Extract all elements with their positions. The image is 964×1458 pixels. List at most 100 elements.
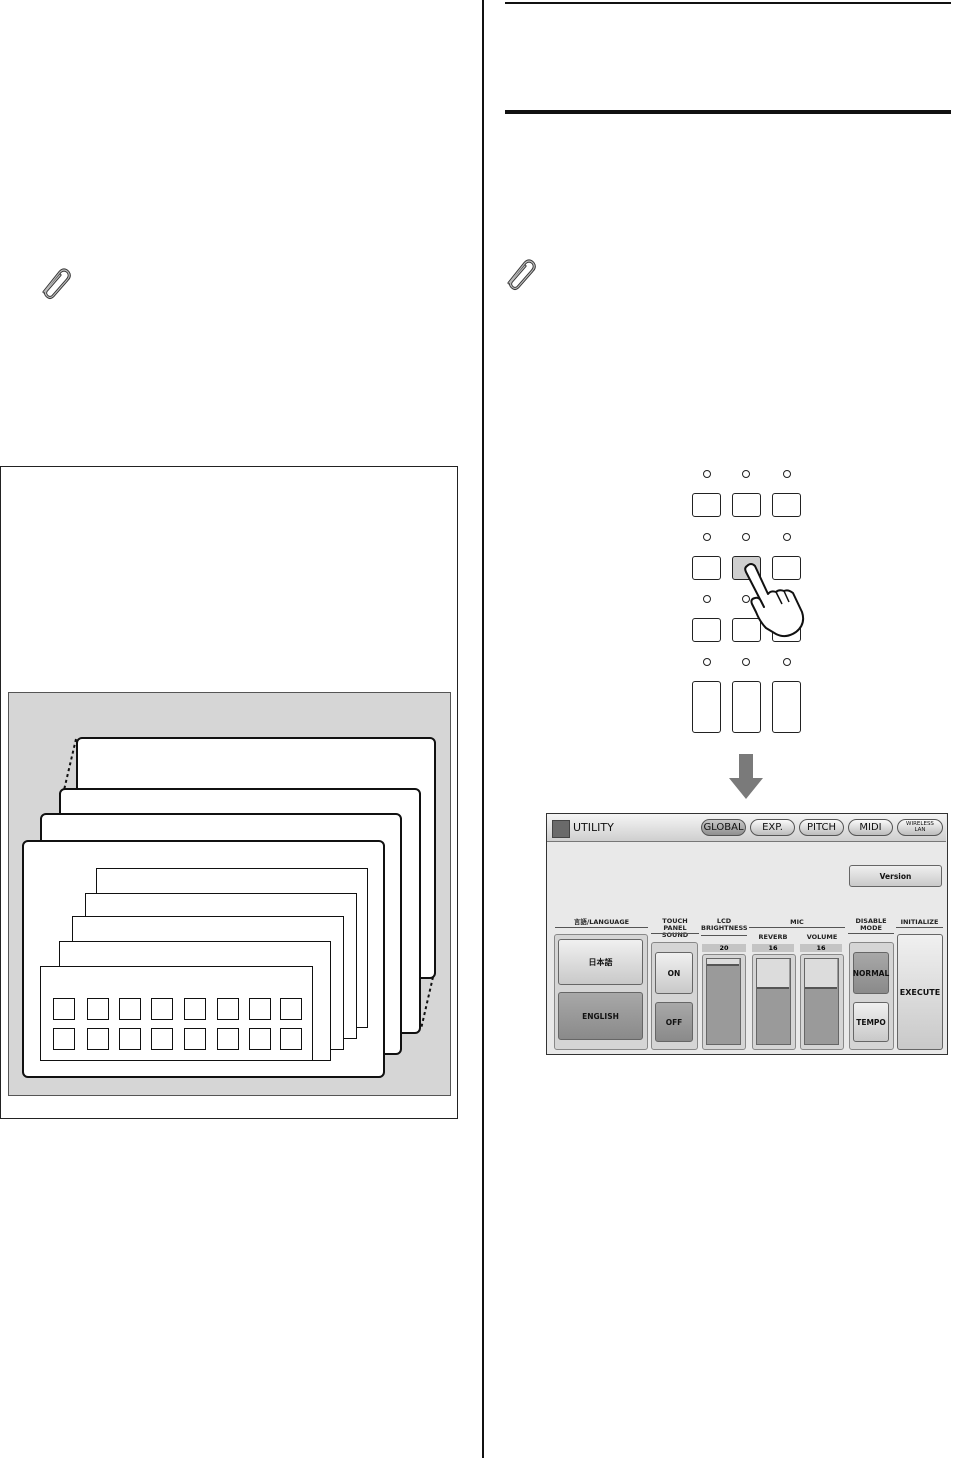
memory-cell bbox=[53, 998, 75, 1020]
panel-button[interactable] bbox=[692, 556, 721, 580]
divider bbox=[651, 933, 699, 934]
utility-icon bbox=[552, 820, 570, 838]
panel-button[interactable] bbox=[732, 493, 761, 517]
panel-button[interactable] bbox=[772, 681, 801, 733]
slider-handle[interactable] bbox=[757, 959, 789, 989]
header-line: TOUCH PANEL bbox=[662, 917, 688, 932]
memory-cell bbox=[53, 1028, 75, 1050]
touch-panel-sound-header: TOUCH PANEL SOUND bbox=[651, 918, 699, 939]
normal-mode-button[interactable]: NORMAL bbox=[853, 952, 889, 994]
led-lamp bbox=[783, 533, 791, 541]
japanese-button[interactable]: 日本語 bbox=[558, 939, 643, 985]
memory-cell bbox=[151, 998, 173, 1020]
memory-cell bbox=[217, 998, 239, 1020]
memory-cell bbox=[119, 998, 141, 1020]
panel-button[interactable] bbox=[732, 618, 761, 642]
led-lamp bbox=[742, 658, 750, 666]
divider bbox=[555, 927, 648, 928]
section-rule-top bbox=[505, 2, 951, 4]
led-lamp bbox=[703, 470, 711, 478]
lcd-brightness-header: LCD BRIGHTNESS bbox=[701, 917, 748, 932]
panel-button[interactable] bbox=[772, 556, 801, 580]
volume-label: VOLUME bbox=[806, 933, 838, 941]
bank-sheet-front bbox=[40, 966, 313, 1061]
panel-button[interactable] bbox=[692, 618, 721, 642]
mic-header: MIC bbox=[790, 918, 804, 926]
disable-mode-panel: NORMAL TEMPO bbox=[849, 942, 894, 1050]
section-rule-bottom bbox=[505, 110, 951, 114]
panel-button-group bbox=[690, 468, 805, 736]
arrow-down-icon bbox=[729, 754, 763, 799]
led-lamp bbox=[783, 470, 791, 478]
header-line: DISABLE bbox=[855, 917, 887, 925]
disable-mode-header: DISABLE MODE bbox=[848, 918, 894, 932]
panel-button[interactable] bbox=[772, 493, 801, 517]
initialize-header: INITIALIZE bbox=[900, 918, 939, 926]
memory-cell bbox=[87, 1028, 109, 1050]
led-lamp bbox=[703, 595, 711, 603]
panel-button[interactable] bbox=[692, 681, 721, 733]
header-line: LCD bbox=[716, 917, 732, 925]
pointing-hand-icon bbox=[744, 563, 805, 638]
tempo-mode-button[interactable]: TEMPO bbox=[853, 1002, 889, 1042]
english-button[interactable]: ENGLISH bbox=[558, 992, 643, 1040]
led-lamp bbox=[742, 533, 750, 541]
language-header: 言語/LANGUAGE bbox=[573, 918, 630, 926]
memory-cell bbox=[119, 1028, 141, 1050]
volume-slider[interactable] bbox=[800, 954, 844, 1050]
screen-title: UTILITY bbox=[573, 821, 614, 834]
memory-cell bbox=[280, 998, 302, 1020]
led-lamp bbox=[742, 595, 750, 603]
memory-cell bbox=[280, 1028, 302, 1050]
column-divider bbox=[482, 0, 484, 1458]
memory-cell bbox=[217, 1028, 239, 1050]
slider-handle[interactable] bbox=[805, 959, 837, 989]
tab-pitch[interactable]: PITCH bbox=[799, 819, 844, 836]
divider bbox=[701, 935, 747, 936]
memory-diagram-frame bbox=[0, 466, 458, 1119]
slider-track bbox=[804, 958, 839, 1045]
panel-button[interactable] bbox=[692, 493, 721, 517]
divider bbox=[749, 927, 845, 928]
brightness-value: 20 bbox=[702, 944, 746, 952]
execute-button[interactable]: EXECUTE bbox=[897, 934, 943, 1050]
tab-exp[interactable]: EXP. bbox=[750, 819, 795, 836]
reverb-label: REVERB bbox=[758, 933, 788, 941]
led-lamp bbox=[783, 658, 791, 666]
language-panel: 日本語 ENGLISH bbox=[554, 934, 648, 1050]
memory-cell bbox=[151, 1028, 173, 1050]
brightness-slider[interactable] bbox=[702, 954, 746, 1050]
led-lamp bbox=[703, 658, 711, 666]
led-lamp bbox=[703, 533, 711, 541]
divider bbox=[896, 927, 943, 928]
sound-off-button[interactable]: OFF bbox=[655, 1002, 693, 1042]
led-lamp bbox=[742, 470, 750, 478]
slider-track bbox=[706, 958, 741, 1045]
memory-cell bbox=[249, 998, 271, 1020]
memory-cell bbox=[87, 998, 109, 1020]
memory-cell bbox=[184, 998, 206, 1020]
memory-cell bbox=[249, 1028, 271, 1050]
tab-global[interactable]: GLOBAL bbox=[701, 819, 746, 836]
slider-track bbox=[756, 958, 791, 1045]
divider bbox=[848, 933, 894, 934]
memory-diagram bbox=[8, 692, 451, 1096]
slider-handle[interactable] bbox=[707, 959, 739, 966]
header-line: MODE bbox=[860, 924, 882, 932]
reverb-slider[interactable] bbox=[752, 954, 796, 1050]
paperclip-icon bbox=[507, 259, 536, 290]
header-line: SOUND bbox=[661, 931, 689, 939]
memory-cell bbox=[184, 1028, 206, 1050]
sound-on-button[interactable]: ON bbox=[655, 952, 693, 994]
volume-value: 16 bbox=[800, 944, 842, 952]
reverb-value: 16 bbox=[752, 944, 794, 952]
touch-panel-sound-panel: ON OFF bbox=[651, 942, 698, 1050]
paperclip-icon bbox=[42, 268, 71, 299]
tab-midi[interactable]: MIDI bbox=[848, 819, 893, 836]
header-line: BRIGHTNESS bbox=[701, 924, 748, 932]
panel-button[interactable] bbox=[732, 681, 761, 733]
version-button[interactable]: Version bbox=[849, 865, 942, 887]
